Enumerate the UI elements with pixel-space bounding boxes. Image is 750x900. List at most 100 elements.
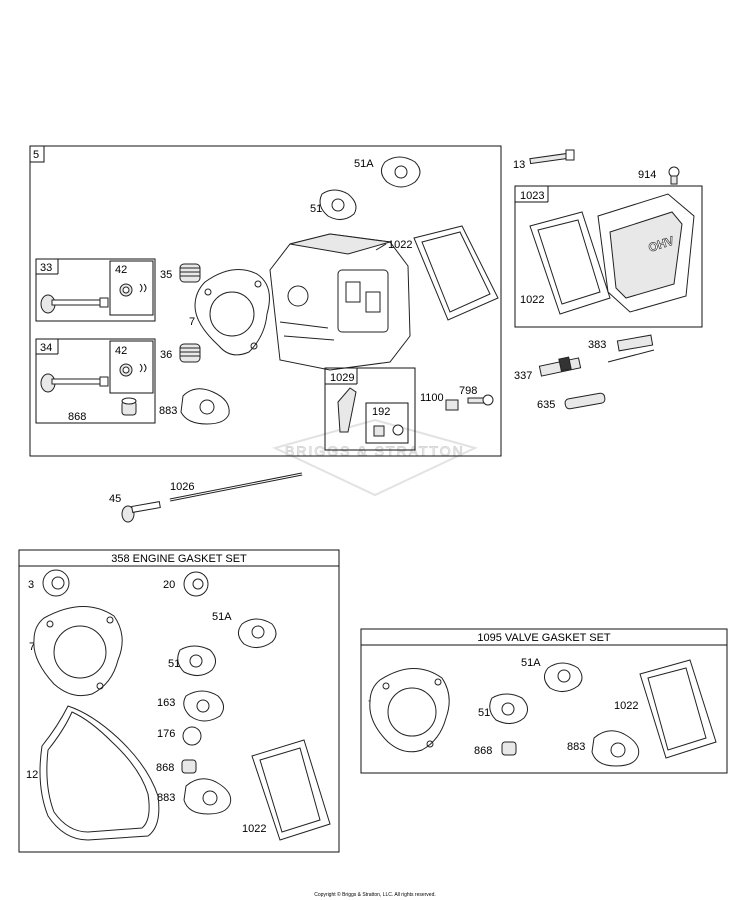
vk-head-gasket-part bbox=[369, 668, 450, 753]
exhaust-valve-part bbox=[40, 373, 109, 393]
engine-gasket-set-frame bbox=[18, 549, 340, 853]
valve-spring-part-b bbox=[179, 343, 201, 363]
ek-label-1022: 1022 bbox=[242, 823, 266, 835]
vk-exhaust-gasket-part bbox=[544, 662, 583, 692]
part-label-42b: 42 bbox=[115, 345, 127, 357]
ek-label-20: 20 bbox=[163, 579, 175, 591]
part-label-192: 192 bbox=[372, 406, 390, 418]
part-label-51A-main: 51A bbox=[354, 158, 374, 170]
ek-label-51: 51 bbox=[168, 658, 180, 670]
ek-label-868: 868 bbox=[156, 762, 174, 774]
valve-keeper-part-b bbox=[119, 363, 147, 377]
ek-crankcase-gasket-part bbox=[39, 705, 160, 841]
ek-label-51A: 51A bbox=[212, 611, 232, 623]
cylinder-head-assembly-frame bbox=[29, 145, 502, 457]
spark-plug-cover-part bbox=[564, 392, 606, 410]
head-gasket-part bbox=[194, 269, 270, 356]
spark-plug-boot-part bbox=[607, 334, 655, 363]
ek-intake-gasket-part bbox=[177, 645, 216, 676]
valve-keeper-part-a bbox=[119, 283, 147, 297]
vk-cover-gasket-part bbox=[639, 659, 717, 759]
ek-carb-gasket-part bbox=[183, 690, 224, 722]
intake-valve-part bbox=[40, 294, 109, 314]
vk-label-51A: 51A bbox=[521, 657, 541, 669]
ek-label-163: 163 bbox=[157, 697, 175, 709]
part-label-36: 36 bbox=[160, 349, 172, 361]
rocker-arm-part bbox=[337, 387, 357, 433]
part-label-798: 798 bbox=[459, 385, 477, 397]
valve-cover-gasket-part bbox=[529, 211, 611, 315]
ek-valve-seal-part bbox=[181, 759, 197, 774]
exhaust-valve-frame bbox=[35, 338, 156, 424]
part-label-42a: 42 bbox=[115, 264, 127, 276]
tappet-part bbox=[121, 501, 161, 523]
valve-cover-frame bbox=[514, 185, 703, 328]
cylinder-head-part bbox=[269, 233, 411, 371]
part-label-33: 33 bbox=[40, 262, 52, 274]
keeper-frame-b bbox=[109, 340, 154, 394]
ek-seal-part bbox=[183, 571, 209, 597]
rocker-nut-frame bbox=[365, 402, 409, 444]
valve-cover-part: OHV bbox=[597, 193, 695, 313]
ek-exhaust-gasket-part bbox=[238, 618, 277, 648]
vk-valve-seal-part bbox=[501, 741, 517, 756]
part-label-1026: 1026 bbox=[170, 481, 194, 493]
part-label-1100: 1100 bbox=[420, 392, 444, 404]
ek-label-883: 883 bbox=[157, 792, 175, 804]
part-label-51-main: 51 bbox=[310, 203, 322, 215]
engine-gasket-set-title: 358 ENGINE GASKET SET bbox=[111, 553, 247, 565]
part-label-34: 34 bbox=[40, 342, 52, 354]
part-label-13: 13 bbox=[513, 159, 525, 171]
ek-spacer-gasket-part bbox=[183, 778, 232, 815]
vk-label-51: 51 bbox=[478, 707, 490, 719]
watermark-text: BRIGGS & STRATTON bbox=[285, 443, 465, 459]
breather-part bbox=[445, 399, 459, 411]
vk-label-1022: 1022 bbox=[614, 700, 638, 712]
ek-label-176: 176 bbox=[157, 728, 175, 740]
part-label-1022-cover: 1022 bbox=[520, 294, 544, 306]
valve-seal-part bbox=[121, 397, 137, 416]
rocker-arm-frame bbox=[324, 367, 416, 451]
vk-label-883: 883 bbox=[567, 741, 585, 753]
rocker-cover-gasket-part-main bbox=[413, 225, 499, 321]
valve-spring-part-a bbox=[179, 263, 201, 283]
ek-label-3: 3 bbox=[28, 579, 34, 591]
part-label-7-main: 7 bbox=[189, 316, 195, 328]
part-label-1023: 1023 bbox=[520, 190, 544, 202]
valve-gasket-set-title: 1095 VALVE GASKET SET bbox=[477, 632, 611, 644]
part-label-635: 635 bbox=[537, 399, 555, 411]
ek-cover-gasket-part bbox=[251, 739, 331, 841]
valve-gasket-set-frame bbox=[360, 628, 728, 774]
ek-label-7: 7 bbox=[29, 641, 35, 653]
spark-plug-part bbox=[538, 356, 582, 377]
intake-gasket-part-main bbox=[180, 388, 230, 425]
ek-o-ring-part bbox=[182, 726, 202, 746]
copyright-notice: Copyright © Briggs & Stratton, LLC. All … bbox=[314, 892, 436, 898]
part-label-383: 383 bbox=[588, 339, 606, 351]
part-label-1022-main: 1022 bbox=[388, 239, 412, 251]
part-label-337: 337 bbox=[514, 370, 532, 382]
label-box-5 bbox=[29, 145, 45, 163]
part-label-45: 45 bbox=[109, 493, 121, 505]
ek-head-gasket-part bbox=[33, 606, 123, 697]
part-label-868-main: 868 bbox=[68, 411, 86, 423]
vk-label-868: 868 bbox=[474, 745, 492, 757]
push-rod-part bbox=[169, 472, 303, 502]
screw-part-798 bbox=[467, 394, 494, 406]
vk-intake-gasket-part bbox=[489, 693, 528, 724]
intake-valve-frame bbox=[35, 258, 156, 322]
part-label-914: 914 bbox=[638, 169, 656, 181]
spacer-gasket-part-main bbox=[319, 189, 357, 220]
head-bolt-part bbox=[529, 149, 575, 165]
cover-screw-part bbox=[668, 166, 680, 185]
vk-spacer-gasket-part bbox=[591, 730, 640, 767]
ek-oil-seal-part bbox=[42, 569, 70, 597]
keeper-frame-a bbox=[109, 260, 154, 316]
part-label-5: 5 bbox=[33, 149, 39, 161]
rocker-nut-part bbox=[373, 424, 404, 437]
part-label-35: 35 bbox=[160, 269, 172, 281]
part-label-883-main: 883 bbox=[159, 405, 177, 417]
part-label-1029: 1029 bbox=[330, 372, 354, 384]
exhaust-gasket-part-main bbox=[381, 156, 421, 188]
